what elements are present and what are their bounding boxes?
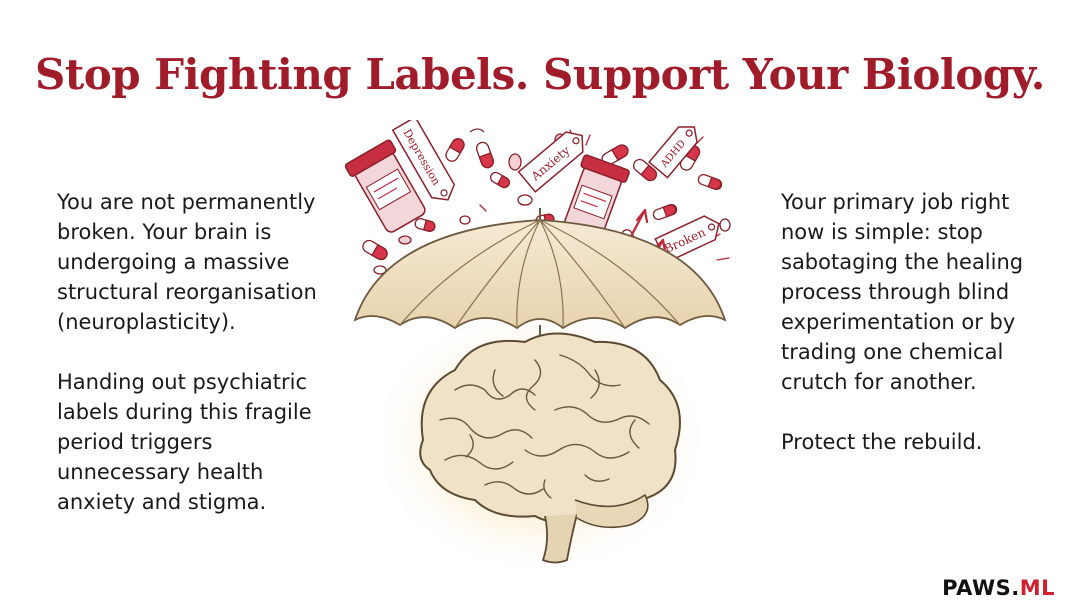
umbrella — [353, 208, 727, 348]
pill-bottle-left — [345, 139, 426, 233]
left-paragraph-2: Handing out psychiatric labels during th… — [57, 370, 312, 514]
page-title: Stop Fighting Labels. Support Your Biolo… — [35, 50, 1045, 99]
pill-bottle-right — [564, 154, 630, 238]
left-text-column: You are not permanently broken. Your bra… — [57, 187, 332, 517]
right-paragraph-2: Protect the rebuild. — [781, 430, 983, 454]
left-paragraph-1: You are not permanently broken. Your bra… — [57, 190, 317, 334]
right-text-column: Your primary job right now is simple: st… — [781, 187, 1051, 457]
brand-logo: PAWS.ML — [942, 576, 1055, 600]
brand-part-1: PAWS. — [942, 576, 1020, 600]
right-paragraph-1: Your primary job right now is simple: st… — [781, 190, 1024, 394]
illustration: Depression Anxiety ADHD Broken — [345, 120, 731, 580]
brand-part-2: ML — [1019, 576, 1055, 600]
brain — [419, 332, 681, 564]
